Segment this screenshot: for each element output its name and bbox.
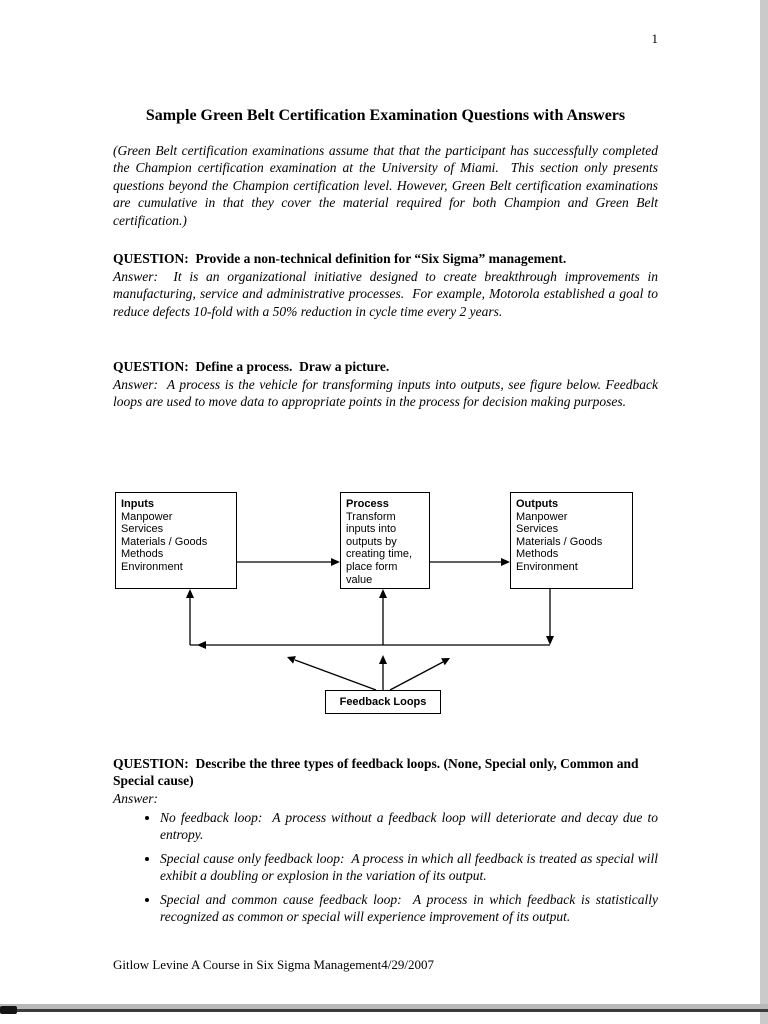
feedback-loops-box: Feedback Loops	[325, 690, 441, 714]
process-diagram: Inputs Manpower Services Materials / Goo…	[0, 490, 768, 725]
inputs-item: Materials / Goods	[121, 535, 208, 548]
inputs-item: Environment	[121, 560, 183, 573]
outputs-box: Outputs Manpower Services Materials / Go…	[510, 492, 633, 589]
process-box: Process Transform inputs into outputs by…	[340, 492, 430, 589]
intro-paragraph: (Green Belt certification examinations a…	[113, 143, 662, 228]
page-title: Sample Green Belt Certification Examinat…	[145, 107, 626, 124]
outputs-box-title: Outputs	[516, 498, 559, 510]
answer-3-label: Answer:	[113, 791, 158, 806]
list-item: No feedback loop: A process without a fe…	[160, 809, 658, 844]
outputs-item: Manpower	[516, 510, 568, 523]
arrow-feedbackbox-up	[379, 655, 387, 690]
list-item: Special cause only feedback loop: A proc…	[160, 850, 658, 885]
answer-3-bullets: No feedback loop: A process without a fe…	[131, 809, 658, 931]
bullet-list: No feedback loop: A process without a fe…	[131, 809, 658, 925]
arrow-inputs-to-process	[237, 558, 340, 566]
process-line: creating time,	[346, 548, 413, 561]
question-1-heading: QUESTION: Provide a non-technical defini…	[113, 251, 567, 266]
arrow-feedback-to-process	[379, 589, 387, 645]
process-line: outputs by	[346, 535, 397, 548]
scan-edge-right	[760, 0, 768, 1024]
footer-text: Gitlow Levine A Course in Six Sigma Mana…	[113, 957, 435, 972]
outputs-item: Services	[516, 523, 559, 536]
process-line: place form	[346, 560, 398, 573]
arrow-process-to-outputs	[430, 558, 510, 566]
process-line: Transform	[346, 510, 396, 523]
scan-corner-mark	[0, 1006, 17, 1014]
scan-edge-bottom	[0, 1004, 768, 1011]
arrow-feedbackbox-right	[389, 658, 450, 691]
outputs-item: Environment	[516, 560, 578, 573]
process-line: value	[346, 573, 373, 586]
inputs-box-title: Inputs	[121, 498, 154, 510]
scan-edge-bottom-line	[0, 1009, 768, 1012]
answer-1-text: Answer: It is an organizational initiati…	[113, 269, 662, 319]
inputs-item: Methods	[121, 548, 164, 561]
page-number: 1	[651, 31, 659, 46]
diagram-arrows	[186, 558, 554, 691]
arrow-feedback-to-inputs	[186, 589, 194, 645]
question-3-heading: QUESTION: Describe the three types of fe…	[113, 756, 642, 789]
list-item: Special and common cause feedback loop: …	[160, 891, 658, 926]
process-line: inputs into	[346, 523, 397, 536]
arrow-feedbackbox-left	[287, 656, 377, 691]
inputs-item: Services	[121, 523, 164, 536]
inputs-box: Inputs Manpower Services Materials / Goo…	[115, 492, 237, 589]
outputs-item: Materials / Goods	[516, 535, 603, 548]
answer-2-text: Answer: A process is the vehicle for tra…	[113, 377, 662, 410]
arrow-outputs-to-feedback	[546, 589, 554, 645]
question-2-heading: QUESTION: Define a process. Draw a pictu…	[113, 359, 390, 374]
inputs-item: Manpower	[121, 510, 173, 523]
process-box-title: Process	[346, 498, 389, 510]
outputs-item: Methods	[516, 548, 559, 561]
feedback-bus-line	[190, 641, 550, 649]
